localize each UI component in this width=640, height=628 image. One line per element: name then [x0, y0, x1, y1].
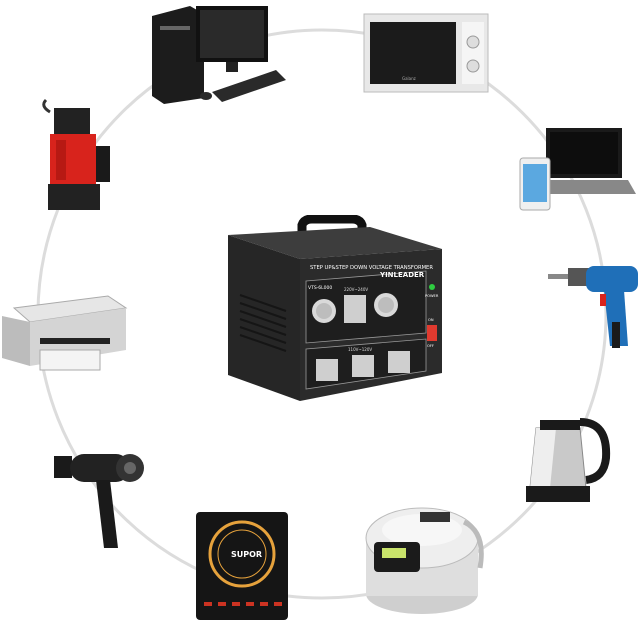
water-pump-image: [42, 98, 110, 210]
transformer-range-low: 110V~120V: [348, 347, 372, 352]
rice-cooker-image: [365, 507, 484, 614]
transformer-on-label: ON: [428, 318, 434, 322]
induction-cooktop-image: SUPOR: [196, 512, 288, 620]
transformer-power-label: POWER: [425, 294, 439, 298]
transformer-range-high: 220V~240V: [344, 287, 368, 292]
microwave-brand: Galanz: [402, 76, 416, 81]
hair-dryer-image: [54, 454, 144, 548]
power-drill-image: [548, 266, 638, 348]
desktop-computer-image: [152, 6, 286, 104]
electric-kettle-image: [526, 418, 611, 502]
voltage-transformer: STEP UP&STEP DOWN VOLTAGE TRANSFORMER YI…: [228, 215, 442, 401]
microwave-image: Galanz: [363, 13, 489, 93]
transformer-title: STEP UP&STEP DOWN VOLTAGE TRANSFORMER: [310, 265, 433, 271]
transformer-model: VTS-6L000: [308, 285, 332, 291]
laptop-tablet-image: [519, 128, 636, 211]
transformer-off-label: OFF: [427, 344, 434, 348]
cooktop-brand: SUPOR: [231, 550, 262, 559]
printer-image: [2, 295, 128, 371]
transformer-brand: YINLEADER: [379, 271, 425, 279]
